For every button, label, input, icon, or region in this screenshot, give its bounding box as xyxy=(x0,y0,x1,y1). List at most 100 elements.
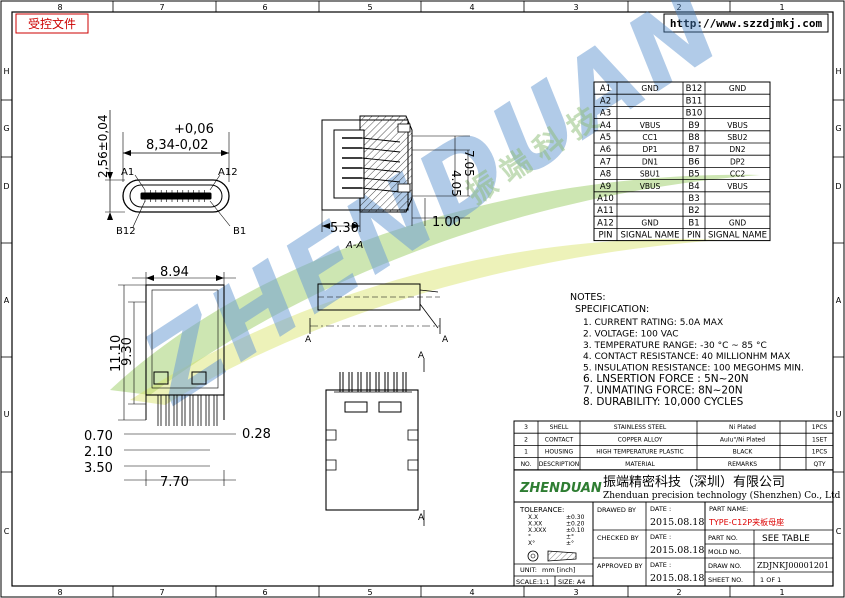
frame-row-label-left: A xyxy=(4,296,10,305)
pin-table-cell: A9 xyxy=(600,182,611,192)
sheet-value: 1 OF 1 xyxy=(760,576,781,584)
frame-row-label-left: G xyxy=(3,124,9,133)
notes-item: 5. INSULATION RESISTANCE: 100 MEGOHMS MI… xyxy=(583,364,804,374)
section-mark-a-right: A xyxy=(442,335,449,345)
dim-1-00: 1.00 xyxy=(432,215,461,230)
pin-table-cell: A3 xyxy=(600,109,611,119)
notes-item: 1. CURRENT RATING: 5.0A MAX xyxy=(583,318,723,328)
notes-item: 4. CONTACT RESISTANCE: 40 MILLIONHM MAX xyxy=(583,352,790,362)
notes-item: 7. UNMATING FORCE: 8N~20N xyxy=(583,384,743,396)
dim-3-50: 3.50 xyxy=(84,461,113,476)
dim-8-94: 8.94 xyxy=(160,265,189,280)
date-label-2: DATE : xyxy=(650,533,671,541)
title-logo: ZHENDUAN xyxy=(519,481,602,496)
frame-col-label-top: 6 xyxy=(262,3,267,12)
sheet-label: SHEET NO. xyxy=(708,576,743,584)
notes-title: NOTES: xyxy=(570,292,606,303)
title-block xyxy=(513,469,834,587)
unit-label: UNIT: xyxy=(520,566,537,574)
pin-table-cell: B9 xyxy=(688,121,699,131)
bom-cell: 1PCS xyxy=(812,424,828,431)
company-name-en: Zhenduan precision technology (Shenzhen)… xyxy=(603,490,841,501)
label-b1: B1 xyxy=(233,226,246,237)
bom-cell: 2 xyxy=(524,436,528,443)
pin-table-header: SIGNAL NAME xyxy=(621,231,680,241)
part-name-label: PART NAME: xyxy=(709,505,748,513)
frame-col-label-bottom: 4 xyxy=(469,588,474,597)
controlled-file-stamp: 受控文件 xyxy=(28,16,76,31)
pin-table-cell: B5 xyxy=(688,170,699,180)
draw-no-value: ZDJNKJ00001201 xyxy=(757,561,829,570)
tolerance-key: X.XX xyxy=(528,521,542,528)
frame-row-label-right: G xyxy=(835,124,841,133)
label-a1: A1 xyxy=(121,167,134,178)
part-no-label: PART NO. xyxy=(708,534,738,542)
dim-0-28: 0.28 xyxy=(242,427,271,442)
notes-item: 2. VOLTAGE: 100 VAC xyxy=(583,329,679,339)
bom-cell: 1 xyxy=(524,449,528,456)
dim-9-30: 9.30 xyxy=(120,337,135,366)
frame-col-label-bottom: 8 xyxy=(57,588,62,597)
mold-no-label: MOLD NO. xyxy=(708,548,741,556)
label-a12: A12 xyxy=(218,167,238,178)
frame-col-label-top: 7 xyxy=(159,3,164,12)
notes-item: 3. TEMPERATURE RANGE: -30 °C ~ 85 °C xyxy=(583,341,767,351)
tolerance-key: ° xyxy=(528,534,531,541)
date-value-3: 2015.08.18 xyxy=(650,573,704,584)
section-view xyxy=(321,115,470,232)
pin-table-cell: GND xyxy=(729,218,746,227)
dim-7-05: 7.05 xyxy=(462,150,476,177)
dim-2-10: 2.10 xyxy=(84,445,113,460)
pin-table-cell: DP1 xyxy=(642,145,657,154)
pin-table-header: PIN xyxy=(687,231,701,241)
bom-header: NO. xyxy=(521,461,532,468)
tolerance-value: ±° xyxy=(566,534,574,541)
frame-col-label-bottom: 6 xyxy=(262,588,267,597)
pin-table-cell: DN1 xyxy=(642,157,658,166)
pin-table-cell: DN2 xyxy=(729,145,745,154)
date-value-1: 2015.08.18 xyxy=(650,517,704,528)
pin-table-cell: DP2 xyxy=(730,157,745,166)
bom-cell: COPPER ALLOY xyxy=(618,436,663,443)
company-name-cn: 振端精密科技（深圳）有限公司 xyxy=(603,474,785,490)
pin-table-cell: B2 xyxy=(688,206,699,216)
notes: NOTES: SPECIFICATION: 1. CURRENT RATING:… xyxy=(570,292,804,408)
frame-col-label-bottom: 2 xyxy=(676,588,681,597)
bom-cell: 1PCS xyxy=(812,449,828,456)
bom-cell: STAINLESS STEEL xyxy=(614,424,667,431)
frame-row-label-left: D xyxy=(3,182,9,191)
frame-col-label-bottom: 3 xyxy=(573,588,578,597)
part-no-value: SEE TABLE xyxy=(762,534,810,544)
tolerance-key: X.X xyxy=(528,514,538,521)
pin-table-cell: B12 xyxy=(686,84,703,94)
pin-table-cell: SBU1 xyxy=(640,170,660,179)
company-url[interactable]: http://www.szzdjmkj.com xyxy=(670,17,823,30)
pin-table-cell: A7 xyxy=(600,157,611,167)
unit-value: mm [inch] xyxy=(542,566,575,574)
pin-table-cell: GND xyxy=(641,218,658,227)
pin-table-cell: A10 xyxy=(597,194,614,204)
pin-table-cell: B3 xyxy=(688,194,699,204)
frame-row-label-right: D xyxy=(835,182,841,191)
date-label-3: DATE : xyxy=(650,561,671,569)
frame-col-label-bottom: 5 xyxy=(367,588,372,597)
frame-col-label-top: 3 xyxy=(573,3,578,12)
frame-row-label-left: H xyxy=(3,67,9,76)
drawn-by-label: DRAWED BY xyxy=(597,506,636,514)
pin-table-cell: SBU2 xyxy=(727,133,747,142)
pin-table-cell: VBUS xyxy=(640,182,661,191)
bom-cell: AuIu"/Ni Plated xyxy=(720,436,765,443)
pin-table-cell: A1 xyxy=(600,84,611,94)
frame-row-label-right: U xyxy=(836,410,842,419)
pin-table-cell: B10 xyxy=(686,109,703,119)
frame-col-label-bottom: 1 xyxy=(779,588,784,597)
pin-table-cell: A6 xyxy=(600,145,611,155)
tolerance-value: ±0.20 xyxy=(566,521,585,528)
tolerance-title: TOLERANCE: xyxy=(519,506,564,514)
frame-row-label-right: A xyxy=(836,296,842,305)
frame-col-label-top: 8 xyxy=(57,3,62,12)
frame-row-label-left: C xyxy=(4,527,10,536)
